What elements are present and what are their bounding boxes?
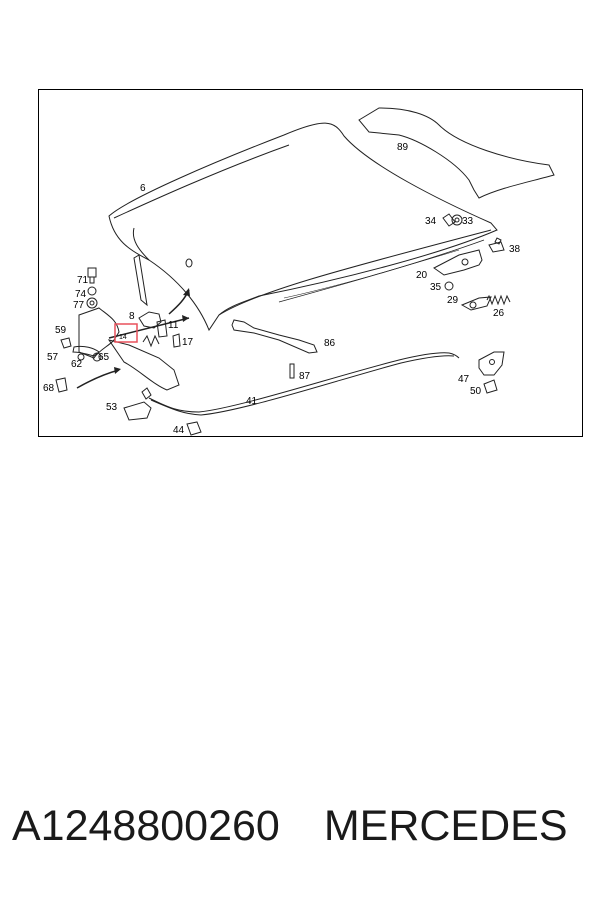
callout-20: 20: [416, 270, 428, 281]
arrow-line-upper: [108, 317, 190, 339]
callout-44: 44: [173, 425, 185, 436]
callout-6: 6: [140, 183, 146, 194]
callout-33: 33: [462, 216, 474, 227]
callout-77: 77: [73, 300, 85, 311]
callout-71: 71: [77, 275, 89, 286]
callout-17: 17: [182, 337, 194, 348]
callout-86: 86: [324, 338, 336, 349]
part-brand: MERCEDES: [323, 802, 568, 850]
callout-50: 50: [470, 386, 482, 397]
callout-34: 34: [425, 216, 437, 227]
callout-14: 14: [119, 334, 127, 341]
callout-53: 53: [106, 402, 118, 413]
callout-35: 35: [430, 282, 442, 293]
callout-57: 57: [47, 352, 59, 363]
callout-87: 87: [299, 371, 311, 382]
exploded-view-svg: 6 89 34 33 38 20 35 29 26 71 74 77 59 57…: [43, 107, 555, 436]
release-cable: [148, 352, 460, 413]
part-number: A1248800260: [12, 802, 280, 850]
callout-47: 47: [458, 374, 470, 385]
callout-26: 26: [493, 308, 505, 319]
arrow-line-lower: [76, 369, 120, 389]
callout-8: 8: [129, 311, 135, 322]
highlight-box: [114, 323, 138, 343]
callout-59: 59: [55, 325, 67, 336]
callout-68: 68: [43, 383, 55, 394]
callout-11: 11: [168, 320, 179, 331]
hood-seal-strip: [231, 319, 318, 354]
insulation-pad: [358, 107, 555, 199]
hood-lock: [478, 351, 505, 376]
callout-38: 38: [509, 244, 521, 255]
callout-62: 62: [71, 359, 83, 370]
hood-panel: [108, 122, 498, 332]
release-handle-housing: [78, 307, 120, 359]
callout-74: 74: [75, 289, 87, 300]
callout-41: 41: [246, 396, 258, 407]
hood-hinge: [433, 249, 483, 276]
callout-29: 29: [447, 295, 459, 306]
parts-diagram: 6 89 34 33 38 20 35 29 26 71 74 77 59 57…: [38, 89, 583, 437]
callout-65: 65: [98, 352, 110, 363]
part-caption: A1248800260 MERCEDES: [12, 802, 592, 862]
hood-hinge-arm: [133, 254, 148, 307]
callout-89: 89: [397, 142, 409, 153]
